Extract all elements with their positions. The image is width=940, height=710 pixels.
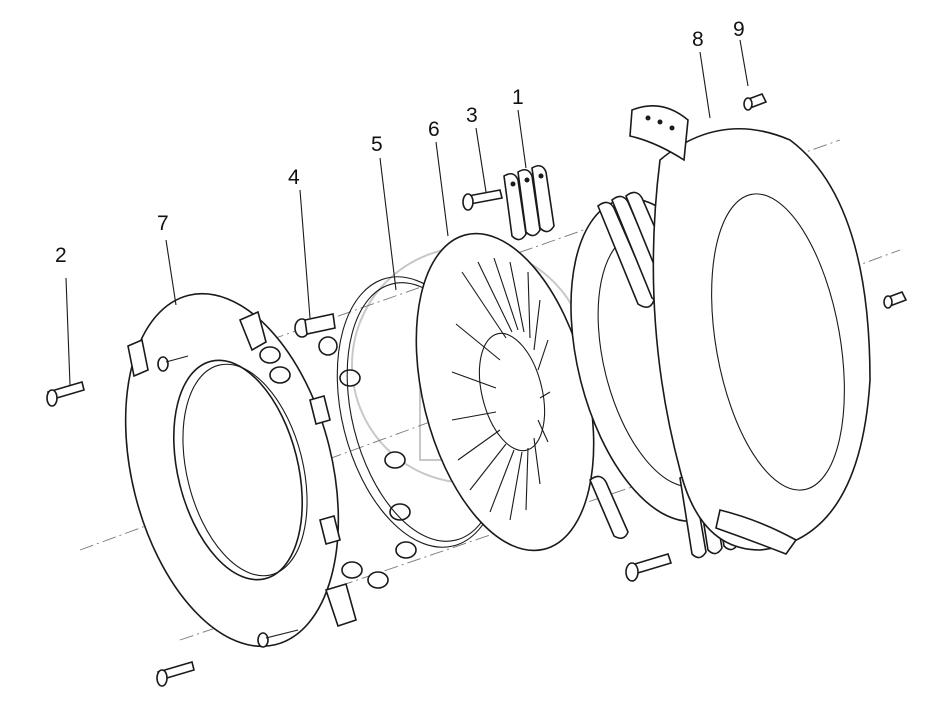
callout-3: 3 xyxy=(466,104,478,127)
callout-2: 2 xyxy=(55,244,67,267)
diaphragm-disc-part-6 xyxy=(415,232,595,552)
callout-1: 1 xyxy=(512,86,524,109)
callout-labels: 1 2 3 4 5 6 7 8 9 xyxy=(55,18,745,267)
leader-lines xyxy=(65,39,749,386)
callout-9: 9 xyxy=(733,18,745,41)
bolt-part-2 xyxy=(46,380,85,407)
callout-4: 4 xyxy=(288,166,300,189)
pressure-plate-studs xyxy=(157,346,417,648)
callout-7: 7 xyxy=(157,212,169,235)
callout-6: 6 xyxy=(428,118,440,141)
bolt-lower xyxy=(156,660,195,687)
screw-part-9 xyxy=(743,92,768,111)
clutch-cover-part-8 xyxy=(629,104,871,555)
callout-8: 8 xyxy=(692,28,704,51)
strap-links-part-1 xyxy=(503,164,555,241)
bolt-part-3 xyxy=(462,189,503,211)
pressure-plate xyxy=(124,292,357,648)
bolt-middle-lower xyxy=(625,553,673,582)
screw-right xyxy=(883,290,908,309)
callout-5: 5 xyxy=(371,133,383,156)
rivet-part-4 xyxy=(294,313,338,356)
